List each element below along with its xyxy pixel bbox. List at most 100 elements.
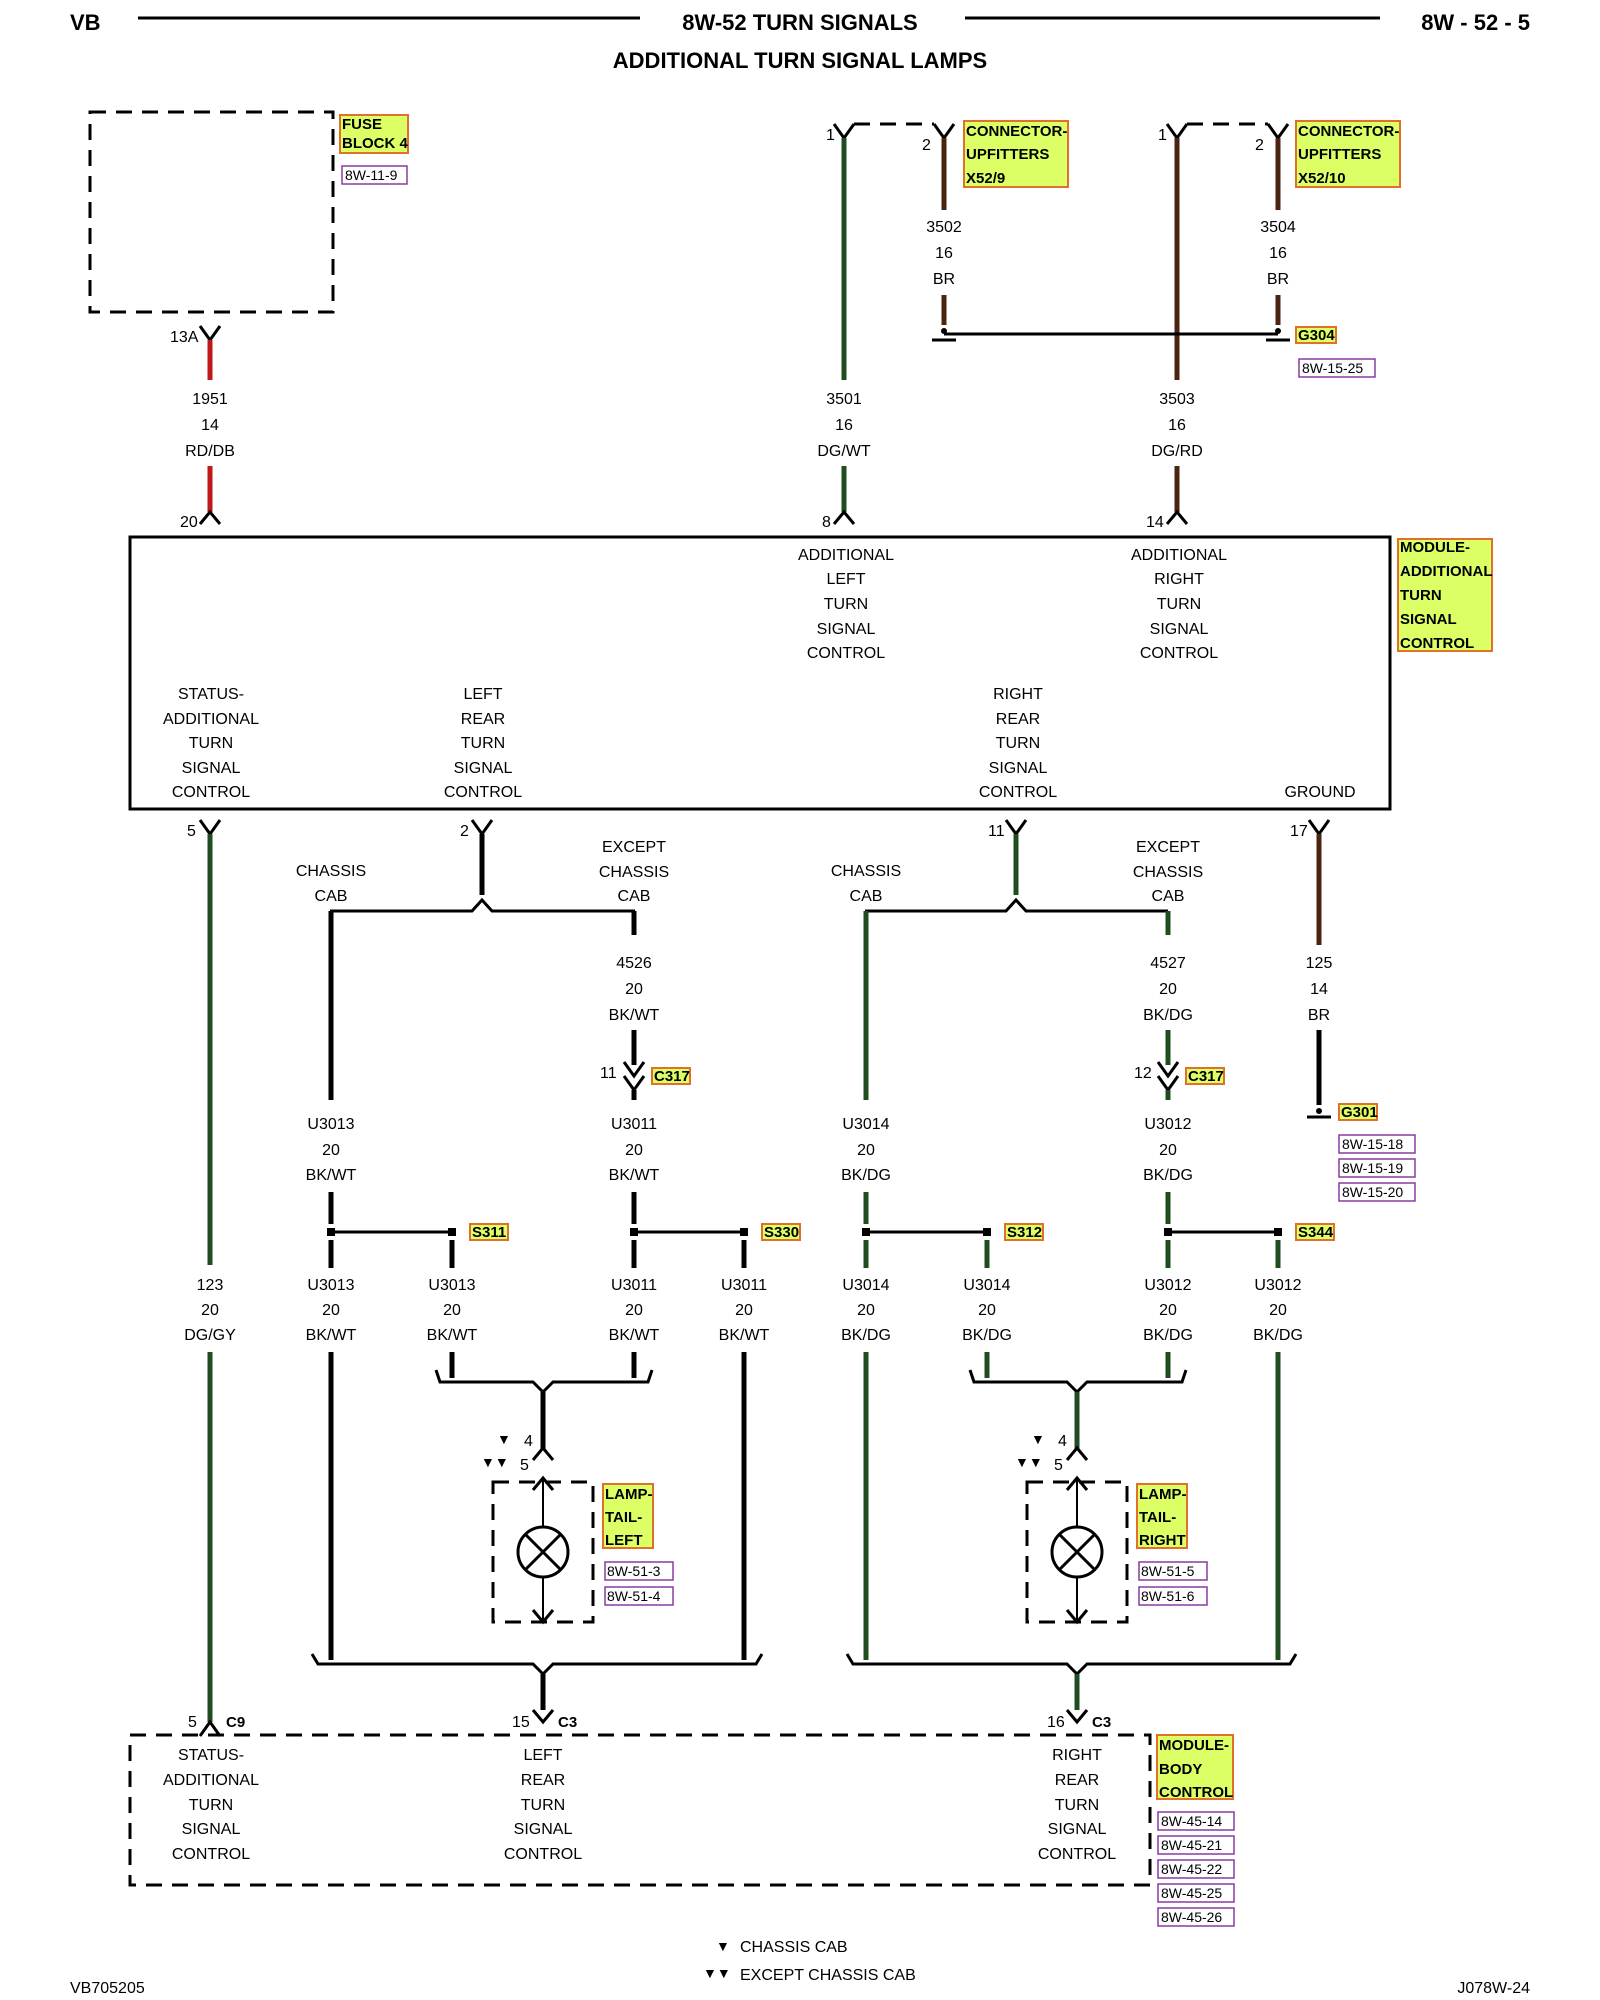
label-components-conn-x52-9-pin1: 1 [826, 127, 835, 144]
wire-3502: 3502 16 BR [926, 138, 962, 325]
label-components-module-body-pin-c9: 5 [188, 1714, 197, 1731]
circle-shape [941, 328, 947, 334]
rect-shape [1157, 1859, 1235, 1879]
label-components-module-body-right-rear-0: RIGHT [1052, 1747, 1102, 1764]
label-components-lamp-right-l2: TAIL- [1139, 1509, 1176, 1526]
label-wires-w1951-0: 1951 [192, 391, 228, 408]
label-components-module-ats-right-rear-3: SIGNAL [989, 760, 1048, 777]
rect-shape [1157, 1883, 1235, 1903]
label-components-lamp-left-refs-1: 8W-51-4 [607, 1588, 661, 1604]
label-components-conn-x52-10-l3: X52/10 [1298, 170, 1346, 187]
label-wires-u3012c-0: U3012 [1254, 1277, 1301, 1294]
rect-shape [128, 535, 1392, 811]
module-ats-pin-8: 8 [822, 514, 831, 531]
label-components-lamp-left-refs-0: 8W-51-3 [607, 1563, 661, 1579]
rect-shape [1156, 1734, 1234, 1800]
label-components-module-body-refs-1: 8W-45-21 [1161, 1837, 1222, 1853]
label-wires-u3014b-0: U3014 [842, 1277, 889, 1294]
label-footer-left: VB705205 [70, 1980, 145, 1997]
path-shape [1004, 819, 1028, 837]
connector-x52-9: 1 2 CONNECTOR- UPFITTERS X52/9 [826, 120, 1069, 188]
label-components-conn-x52-9-l1: CONNECTOR- [966, 123, 1067, 140]
path-shape [198, 509, 222, 525]
label-components-module-body-right-rear-2: TURN [1055, 1797, 1099, 1814]
label-wires-u3014c-0: U3014 [963, 1277, 1010, 1294]
wire-3504: 3504 16 BR [1260, 138, 1296, 325]
label-branch-labels-chassis-cab-1: CAB [315, 888, 348, 905]
ground-g304: G304 8W-15-25 [932, 326, 1376, 378]
label-wires-u3013a-1: 20 [322, 1142, 340, 1159]
label-components-c317-right-label: C317 [1188, 1068, 1224, 1085]
rect-shape [651, 1067, 691, 1085]
path-shape [1065, 1445, 1089, 1461]
label-branch-labels-except-chassis-cab-2: CAB [618, 888, 651, 905]
fuse-block-ref-box [341, 165, 408, 185]
label-wires-w4526-0: 4526 [616, 955, 652, 972]
path-shape [310, 1653, 764, 1677]
wire-1951: 1951 14 RD/DB 20 [180, 325, 235, 531]
fuse-block-ref: 8W-11-9 [345, 167, 398, 183]
label-legend-chassis-cab: CHASSIS CAB [740, 1939, 848, 1956]
label-wires-u3011a-0: U3011 [611, 1116, 657, 1133]
label-components-module-body-c3b: C3 [1092, 1714, 1111, 1731]
module-body-control: 5 C9 15 C3 16 C3 STATUS- ADDITIONAL TURN… [128, 1714, 1235, 1927]
label-wires-u3011a-2: BK/WT [609, 1167, 660, 1184]
module-ats-lower-pins: 5 2 11 17 [187, 819, 1331, 840]
label-components-module-ats-status-ctrl-0: STATUS- [178, 686, 244, 703]
label-wires-w3504-2: BR [1267, 271, 1289, 288]
label-components-module-ats-ground: GROUND [1284, 784, 1355, 801]
rect-shape [1185, 1067, 1225, 1085]
label-components-c317-right-pin: 12 [1134, 1065, 1152, 1082]
label-components-lamp-left-l3: LEFT [605, 1532, 643, 1549]
text-shape: ▼ [497, 1431, 511, 1447]
label-components-module-body-refs-3: 8W-45-25 [1161, 1885, 1222, 1901]
label-components-g301-refs-1: 8W-15-19 [1342, 1160, 1403, 1176]
lamp-tail-right: ▼ 4 ▼▼ 5 LAMP- TAIL- RIGHT 8W-51-5 8W-51… [1015, 1431, 1208, 1625]
line-shape [524, 1533, 562, 1571]
label-wires-u3012a-2: BK/DG [1143, 1167, 1193, 1184]
path-shape [531, 1709, 555, 1725]
label-components-c317-left-pin: 11 [600, 1065, 617, 1082]
rect-shape [1338, 1158, 1416, 1178]
label-wires-w4527-2: BK/DG [1143, 1007, 1193, 1024]
label-components-module-body-l2: BODY [1159, 1761, 1202, 1778]
rect-shape [448, 1228, 456, 1236]
label-wires-w123-0: 123 [197, 1277, 224, 1294]
label-components-module-body-right-rear-3: SIGNAL [1048, 1821, 1107, 1838]
path-shape [330, 897, 635, 913]
label-components-splices-s330: S330 [764, 1224, 799, 1241]
label-components-module-body-refs-2: 8W-45-22 [1161, 1861, 1222, 1877]
label-components-module-ats-right-rear-0: RIGHT [993, 686, 1043, 703]
path-shape [198, 819, 222, 837]
rect-shape [1295, 120, 1401, 188]
rect-shape [602, 1483, 654, 1549]
label-wires-w3502-2: BR [933, 271, 955, 288]
label-branch-labels-except-chassis-cab-2: CAB [1152, 888, 1185, 905]
label-components-lamp-right-refs-1: 8W-51-6 [1141, 1588, 1195, 1604]
left-branch: CHASSIS CAB EXCEPT CHASSIS CAB U3013 20 … [296, 834, 801, 1725]
label-wires-u3014b-1: 20 [857, 1302, 875, 1319]
label-components-lamp-left-pin5: 5 [520, 1457, 529, 1474]
label-wires-u3012b-1: 20 [1159, 1302, 1177, 1319]
label-components-splices-s312: S312 [1007, 1224, 1042, 1241]
text-shape: ▼▼ [481, 1454, 509, 1470]
label-wires-w4527-0: 4527 [1150, 955, 1186, 972]
label-wires-w125-2: BR [1308, 1007, 1330, 1024]
line-shape [1058, 1533, 1096, 1571]
label-components-lamp-right-refs-0: 8W-51-5 [1141, 1563, 1195, 1579]
rect-shape [604, 1586, 674, 1606]
label-wires-u3013a-0: U3013 [307, 1116, 354, 1133]
rect-shape [1136, 1483, 1188, 1549]
label-components-module-body-l1: MODULE- [1159, 1737, 1229, 1754]
text-shape: ▼ [1031, 1431, 1045, 1447]
label-components-module-body-left-rear-0: LEFT [523, 1747, 562, 1764]
rect-shape [630, 1228, 638, 1236]
label-wires-u3013c-0: U3013 [428, 1277, 475, 1294]
wire-3501: 3501 16 DG/WT 8 [817, 138, 871, 531]
label-components-module-body-status-ctrl-4: CONTROL [172, 1846, 250, 1863]
label-components-module-ats-status-ctrl-3: SIGNAL [182, 760, 241, 777]
path-shape [1307, 819, 1331, 837]
rect-shape [1164, 1228, 1172, 1236]
label-footer-right: J078W-24 [1457, 1980, 1530, 1997]
label-wires-w3502-0: 3502 [926, 219, 962, 236]
